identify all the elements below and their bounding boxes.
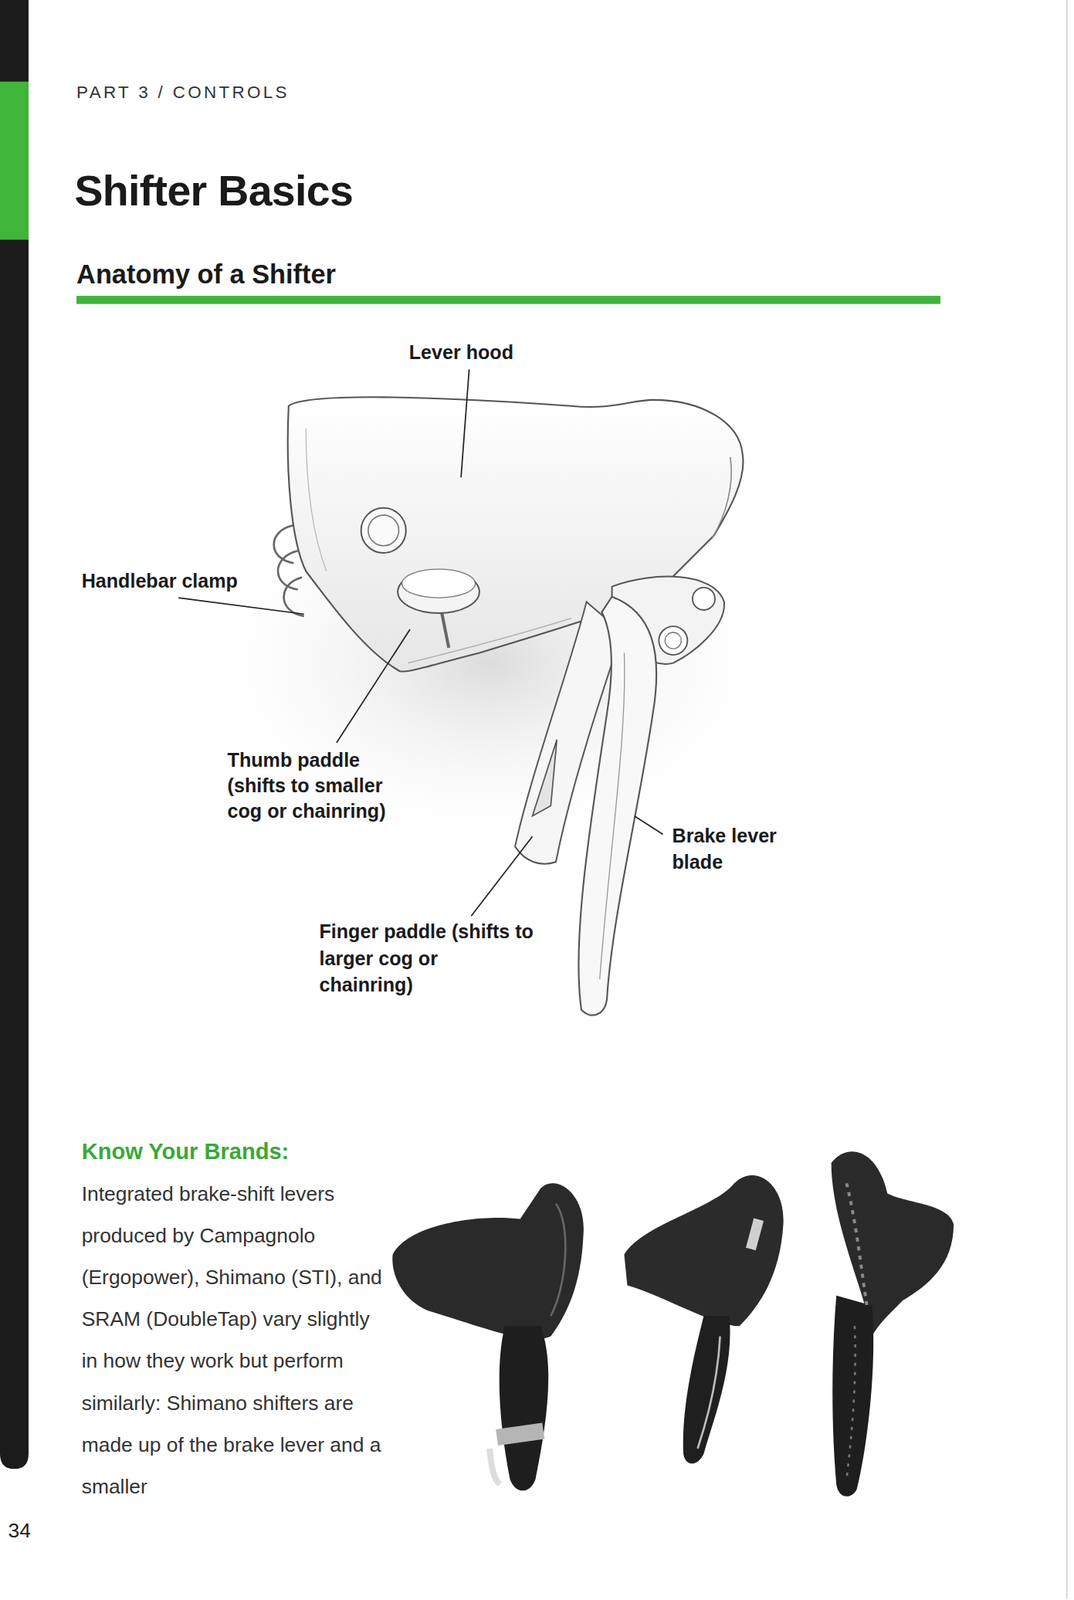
page-edge <box>1066 0 1068 1600</box>
page-number: 34 <box>8 1517 31 1543</box>
part-label: Finger paddle (shifts to larger cog or c… <box>318 918 536 999</box>
section-header: PART 3 / CONTROLS <box>76 79 290 106</box>
body-text: Integrated brake-shift levers produced b… <box>81 1172 387 1508</box>
lever-photos <box>392 1151 954 1497</box>
side-bar-accent <box>0 81 29 241</box>
part-label: Thumb paddle (shifts to smaller cog or c… <box>227 747 414 824</box>
sidebar-heading: Know Your Brands: <box>81 1137 290 1166</box>
subtitle: Anatomy of a Shifter <box>76 257 336 291</box>
page-title: Shifter Basics <box>74 162 353 218</box>
part-label: Handlebar clamp <box>81 568 238 594</box>
shifter-drawing <box>183 396 797 1015</box>
section-rule <box>76 295 941 305</box>
part-label: Lever hood <box>409 339 514 366</box>
leader-lines <box>178 369 663 916</box>
part-label: Brake lever blade <box>672 823 803 877</box>
side-bar <box>0 0 29 1469</box>
